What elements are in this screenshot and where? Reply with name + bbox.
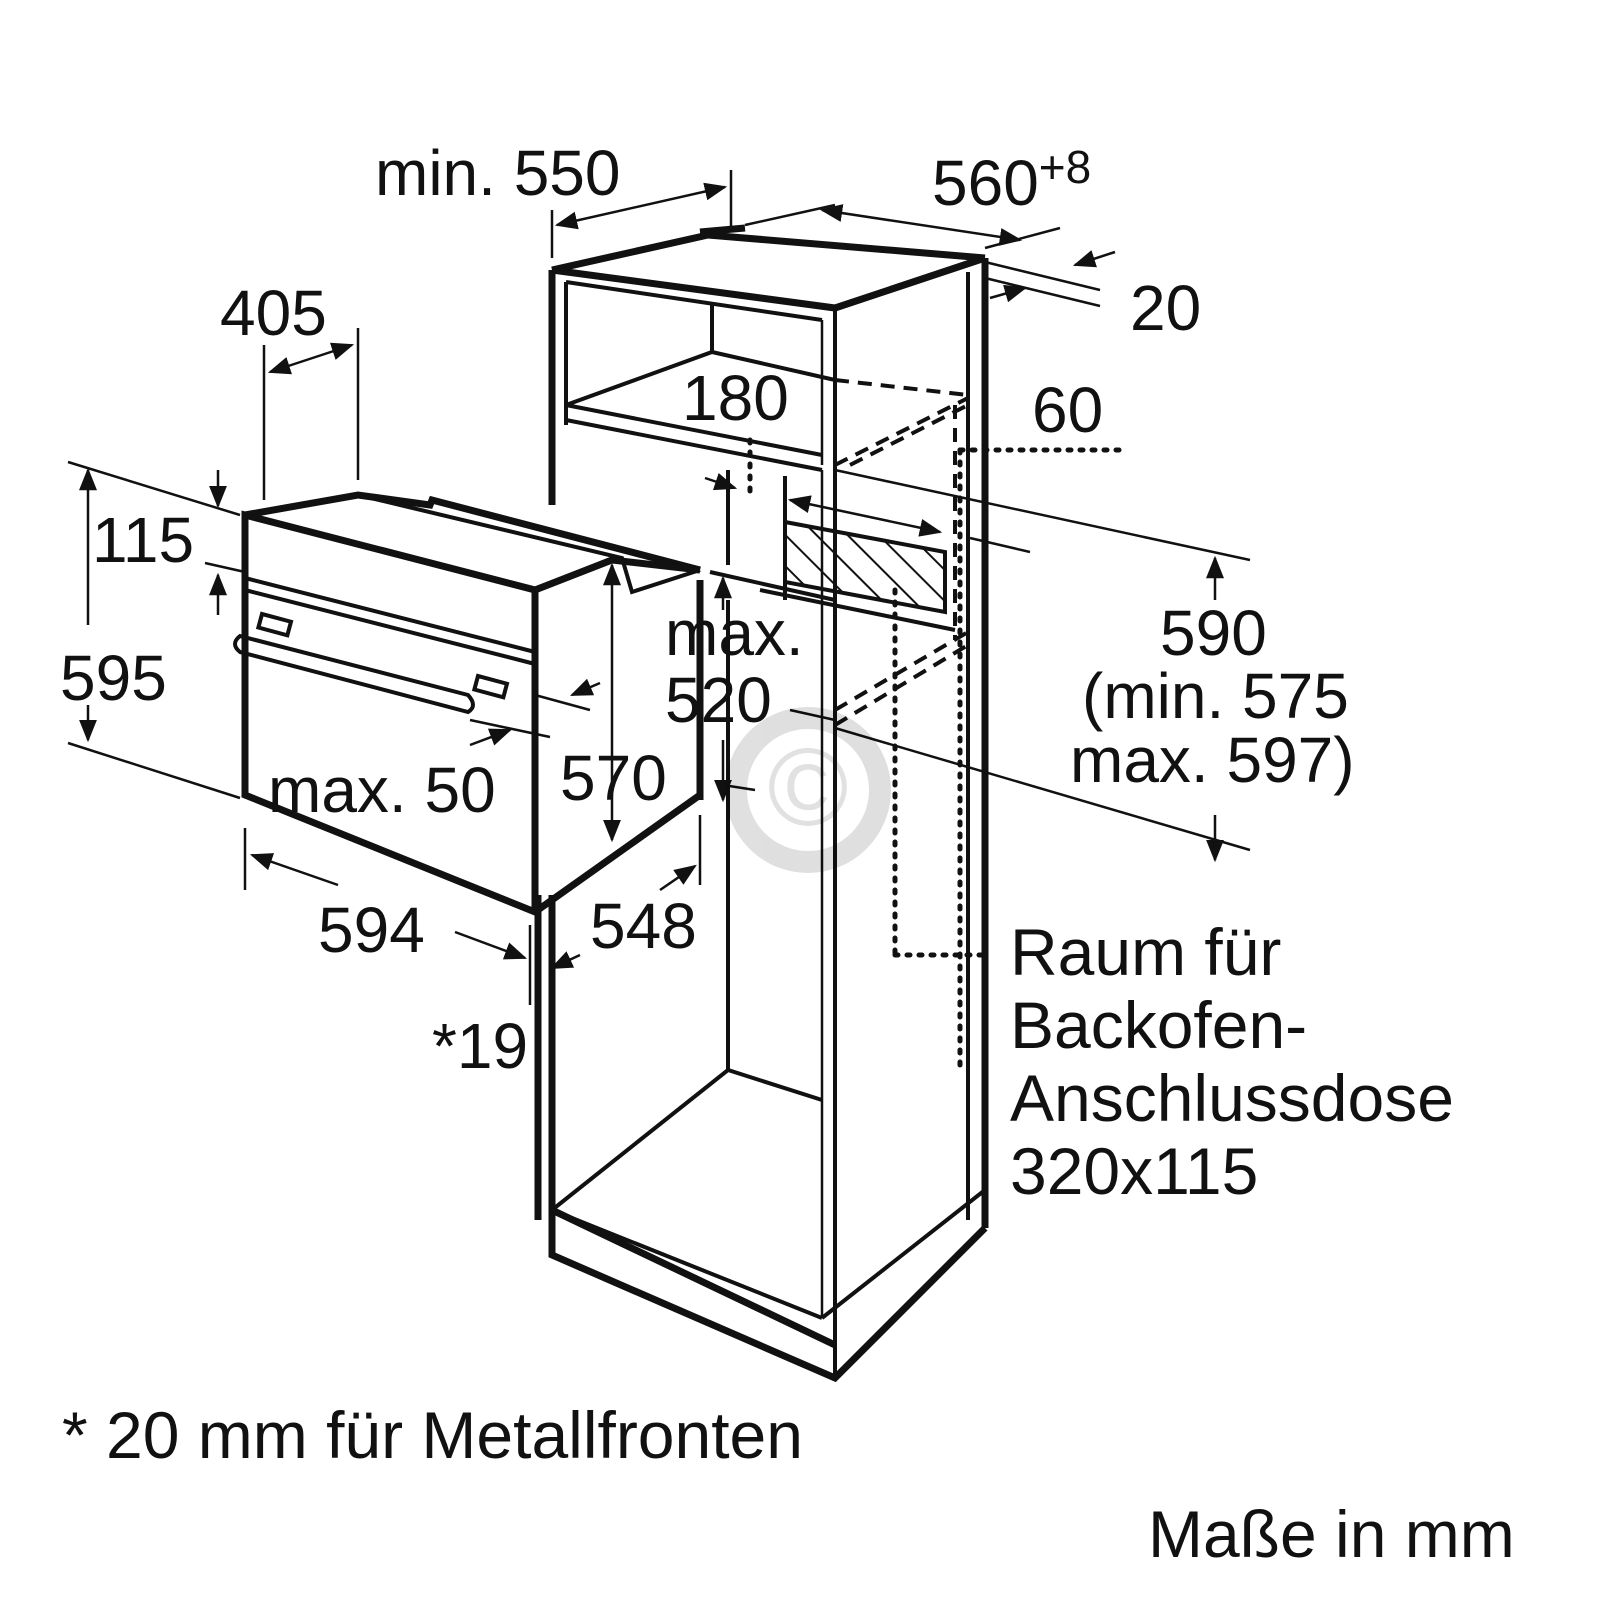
label-top-clearance: 20 [1130, 272, 1201, 344]
label-oven-width: 594 [318, 894, 425, 966]
label-front-thickness: *19 [432, 1010, 528, 1082]
label-front-offset: max. 50 [268, 754, 496, 826]
label-panel-height: 115 [92, 504, 194, 576]
niche-width-value: 560 [932, 147, 1039, 219]
dimension-labels: min. 550 560+8 20 405 180 60 115 595 590… [60, 137, 1355, 1082]
label-oven-top-depth: 405 [220, 277, 327, 349]
socket-note-line-2: Backofen- [1010, 988, 1307, 1062]
units-note: Maße in mm [1148, 1497, 1515, 1571]
label-cutout-max: max. [665, 597, 804, 669]
label-cabinet-depth-min: min. 550 [375, 137, 620, 209]
label-rear-gap: 60 [1032, 374, 1103, 446]
label-body-height: 570 [560, 742, 667, 814]
label-niche-height: 590 [1160, 597, 1267, 669]
label-body-depth: 548 [590, 890, 697, 962]
label-oven-height: 595 [60, 642, 167, 714]
label-niche-height-range-2: max. 597) [1070, 724, 1355, 796]
cabinet [534, 224, 989, 1383]
footnote: * 20 mm für Metallfronten [62, 1398, 803, 1472]
oven [233, 491, 704, 918]
niche-width-tolerance: +8 [1039, 141, 1091, 193]
watermark: © [725, 707, 891, 873]
label-niche-width: 560+8 [932, 141, 1091, 219]
dimension-lines [67, 170, 1251, 1073]
socket-note-line-3: Anschlussdose [1010, 1061, 1454, 1135]
label-vent-height: 180 [682, 362, 789, 434]
watermark-symbol: © [767, 726, 848, 849]
label-cutout-max-value: 520 [665, 664, 772, 736]
socket-note-line-1: Raum für [1010, 915, 1281, 989]
label-niche-height-range-1: (min. 575 [1082, 660, 1349, 732]
socket-note-line-4: 320x115 [1010, 1134, 1258, 1208]
socket-note: Raum für Backofen- Anschlussdose 320x115 [1010, 915, 1454, 1208]
door-handle [233, 611, 510, 715]
